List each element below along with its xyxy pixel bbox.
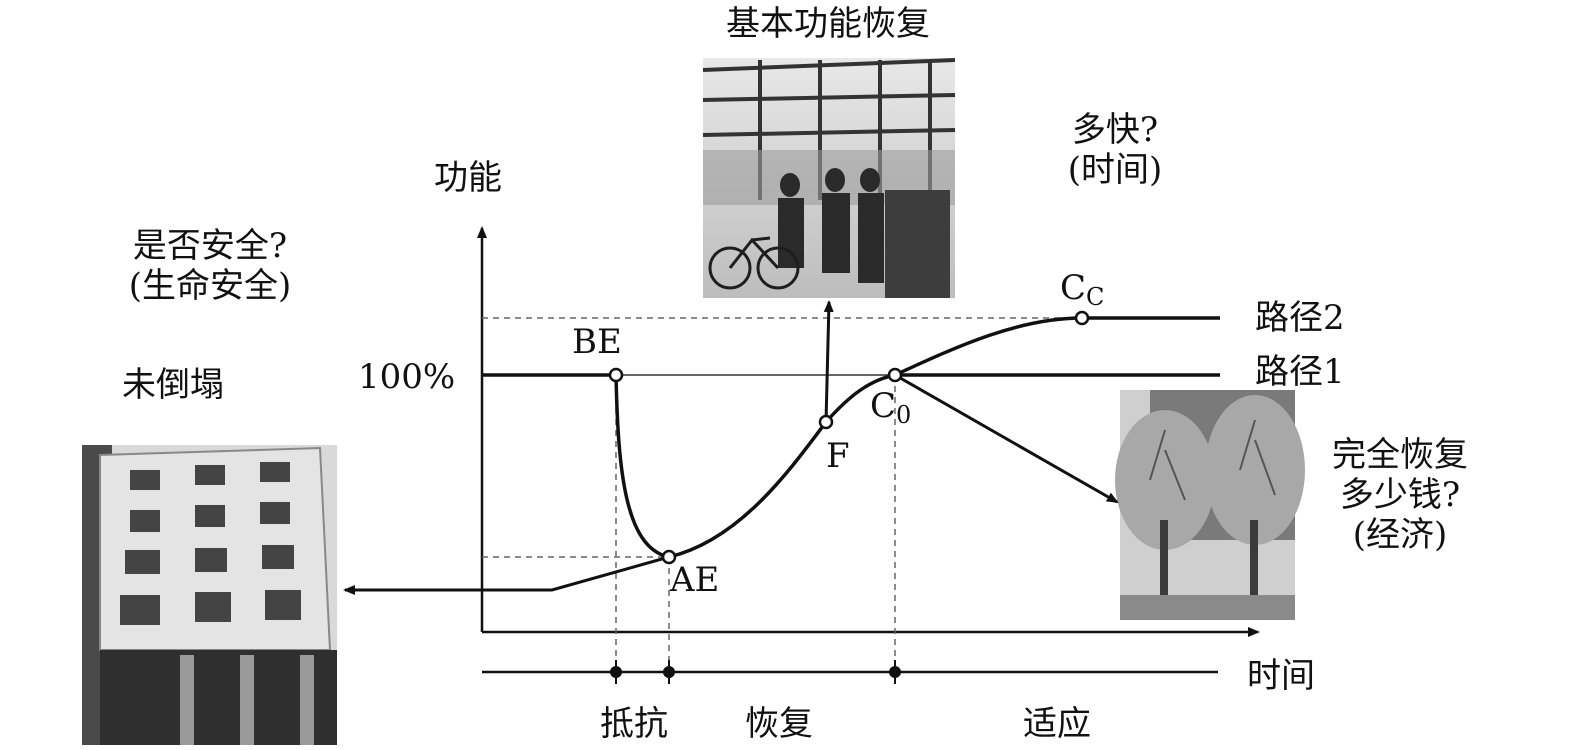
label-c0: C0 — [870, 386, 912, 429]
photo-basic-function — [702, 58, 956, 298]
label-f: F — [826, 436, 850, 476]
point-cc — [1074, 310, 1090, 326]
photo-damaged-building — [82, 445, 337, 745]
right-line1: 完全恢复 — [1332, 435, 1468, 475]
arrow-to-full-recovery — [894, 373, 1119, 504]
left-question: 是否安全? (生命安全) — [95, 226, 325, 306]
state-points — [608, 310, 1090, 565]
left-caption: 未倒塌 — [122, 365, 224, 405]
timeline-ticks — [610, 660, 901, 684]
arrow-to-damaged-building — [343, 555, 670, 595]
tick-100-label: 100% — [358, 357, 456, 397]
label-be: BE — [572, 322, 622, 362]
label-cc: CC — [1060, 268, 1105, 311]
arrow-to-basic-function — [823, 300, 834, 423]
point-be — [608, 367, 624, 383]
point-c0 — [887, 367, 903, 383]
phase-recover: 恢复 — [745, 704, 813, 744]
left-question-line1: 是否安全? — [132, 226, 288, 266]
right-top-line2: (时间) — [1067, 150, 1163, 190]
performance-curve — [482, 316, 1220, 559]
phase-resist: 抵抗 — [600, 704, 668, 744]
photo-full-recovery — [1115, 390, 1305, 620]
right-line3: (经济) — [1352, 515, 1448, 555]
point-ae — [661, 549, 677, 565]
y-axis-label: 功能 — [434, 158, 502, 198]
point-f — [818, 414, 834, 430]
phase-adapt: 适应 — [1023, 704, 1091, 744]
left-question-line2: (生命安全) — [128, 266, 292, 306]
right-line2: 多少钱? — [1339, 475, 1461, 515]
label-path2: 路径2 — [1255, 298, 1345, 338]
right-top-line1: 多快? — [1071, 110, 1159, 150]
x-axis-label: 时间 — [1247, 656, 1315, 696]
label-path1: 路径1 — [1255, 352, 1345, 392]
right-question: 完全恢复 多少钱? (经济) — [1300, 435, 1500, 555]
top-caption: 基本功能恢复 — [726, 4, 930, 44]
right-top-question: 多快? (时间) — [1040, 110, 1190, 190]
label-ae: AE — [670, 560, 720, 600]
dashed-guides — [482, 317, 1082, 660]
